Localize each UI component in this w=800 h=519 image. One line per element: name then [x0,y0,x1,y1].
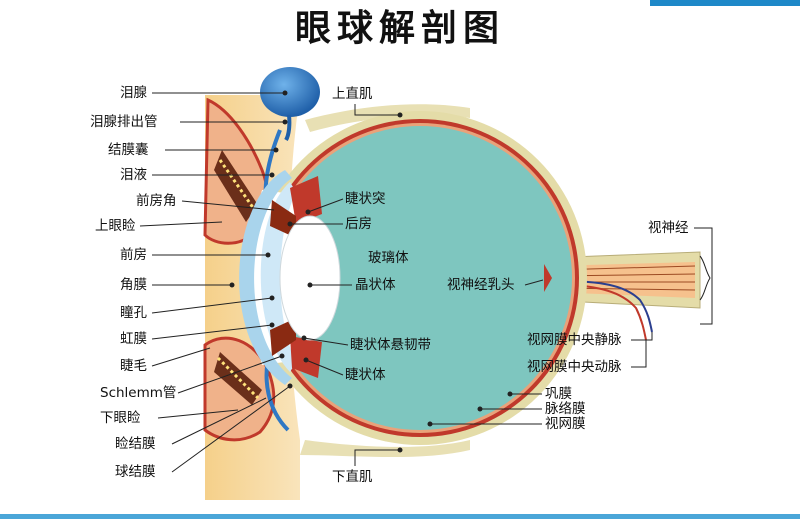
left-labels: 泪腺 泪腺排出管 结膜囊 泪液 前房角 上眼睑 前房 角膜 瞳孔 虹膜 睫毛 S… [90,85,293,480]
optic-nerve-brace [699,255,711,301]
leader-dot-tears [269,172,275,178]
label-posterior-chamber: 后房 [345,216,372,232]
label-lower-eyelid: 下眼睑 [100,410,141,426]
label-lacrimal-duct: 泪腺排出管 [90,114,158,130]
label-schlemm: Schlemm管 [100,385,176,401]
lacrimal-duct [284,114,292,142]
upper-eyelash-band [218,159,258,213]
bottom-accent-bar [0,514,800,519]
label-eyelash: 睫毛 [120,358,147,374]
label-tears: 泪液 [120,167,147,183]
label-palpebral-conjunctiva: 睑结膜 [115,436,156,452]
leader-upper-eyelid [139,221,223,227]
leader-dot-pupil [269,295,275,301]
label-retina: 视网膜 [545,416,586,432]
leader-dot-ciliary-process [305,209,311,215]
label-inferior-rectus: 下直肌 [332,469,373,485]
leader-ciliary-body [305,359,344,376]
label-anterior-chamber: 前房 [120,246,147,263]
leader-optic-disc [524,279,544,286]
leader-central-artery [631,340,647,368]
leader-dot-iris [269,322,275,328]
page-title: 眼球解剖图 [295,7,505,49]
vitreous-body [268,126,572,430]
label-anterior-angle: 前房角 [136,192,177,209]
leader-dot-sclera [507,391,513,397]
leader-dot-posterior-chamber [287,221,293,227]
iris-lower [270,318,296,356]
leader-dot-lens [307,282,313,288]
label-upper-eyelid: 上眼睑 [95,218,136,234]
leader-dot-superior-rectus [397,112,403,118]
label-optic-nerve: 视神经 [648,220,689,236]
leader-anterior-angle [181,200,275,211]
inferior-rectus-muscle [300,440,470,458]
label-lens: 晶状体 [355,277,396,293]
leader-optic-nerve [694,227,713,325]
leader-ciliary-process [307,198,344,213]
leader-dot-conjunctival-sac [273,147,279,153]
leader-dot-cornea [229,282,235,288]
ciliary-body-lower [290,336,322,378]
label-zonule: 睫状体悬韧带 [350,337,431,353]
leader-palpebral-conjunctiva [171,397,267,445]
upper-tarsal-plate [214,150,258,222]
lacrimal-gland [260,67,320,117]
leader-lower-eyelid [157,409,239,419]
optic-disc [544,264,552,292]
lower-tarsal-plate [214,352,262,405]
leader-dot-choroid [477,406,483,412]
label-iris: 虹膜 [120,331,147,347]
label-lacrimal-gland: 泪腺 [120,85,147,101]
leader-inferior-rectus [354,449,400,466]
lens [279,215,341,341]
leader-dot-bulbar-conjunctiva [287,383,293,389]
label-superior-rectus: 上直肌 [332,86,373,102]
label-optic-disc: 视神经乳头 [447,277,515,293]
label-central-vein: 视网膜中央静脉 [527,332,622,348]
leader-pupil [151,297,273,314]
leader-dot-schlemm [279,353,285,359]
leader-iris [151,324,273,340]
label-central-artery: 视网膜中央动脉 [527,359,622,375]
label-cornea: 角膜 [120,277,147,293]
label-bulbar-conjunctiva: 球结膜 [115,464,156,480]
cornea [239,170,292,385]
leader-dot-ciliary-body [303,357,309,363]
inner-labels: 上直肌 睫状突 后房 玻璃体 晶状体 睫状体悬韧带 睫状体 视神经乳头 下直肌 [287,86,544,485]
label-conjunctival-sac: 结膜囊 [108,141,149,158]
label-choroid: 脉络膜 [545,401,586,417]
leader-eyelash [151,347,211,367]
label-vitreous: 玻璃体 [368,249,409,266]
leader-dot-anterior-chamber [265,252,271,258]
leader-dot-inferior-rectus [397,447,403,453]
leader-bulbar-conjunctiva [171,385,291,473]
leader-superior-rectus [354,104,400,116]
leader-dot-lacrimal-gland [282,90,288,96]
leader-zonule [303,337,349,346]
leader-dot-retina [427,421,433,427]
central-retinal-vein [559,280,653,333]
leader-dot-lacrimal-duct [282,119,288,125]
right-labels: 视神经 视网膜中央静脉 视网膜中央动脉 巩膜 脉络膜 视网膜 [427,220,713,432]
central-retinal-artery [559,283,647,341]
leader-schlemm [177,355,283,394]
label-ciliary-process: 睫状突 [345,191,386,207]
label-sclera: 巩膜 [545,386,572,402]
label-pupil: 瞳孔 [120,304,147,321]
leader-dot-zonule [301,335,307,341]
iris-upper [270,200,296,238]
label-ciliary-body: 睫状体 [345,367,386,383]
top-accent-bar [650,0,800,6]
leader-central-vein [631,332,653,341]
ciliary-body-upper [290,176,322,224]
superior-rectus-muscle [305,104,470,132]
